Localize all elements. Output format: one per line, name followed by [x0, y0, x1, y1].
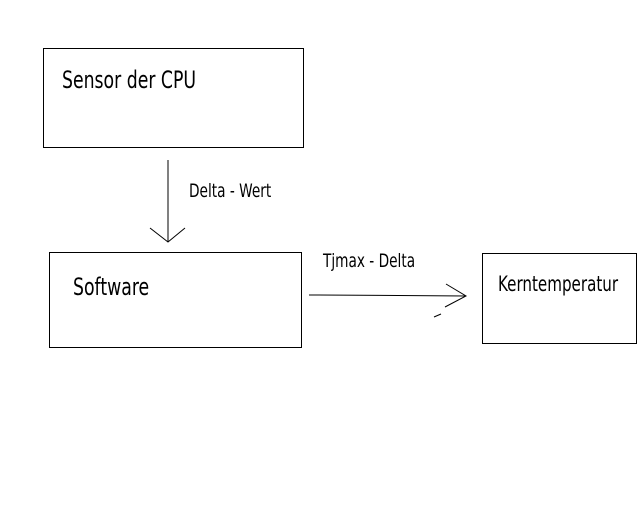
- arrow-shaft: [317, 294, 467, 297]
- node-label: Software: [73, 273, 150, 301]
- node-sensor-der-cpu: Sensor der CPU: [43, 48, 304, 148]
- node-software: Software: [49, 252, 302, 348]
- arrow-sensor-to-software: [149, 160, 186, 243]
- node-label: Kerntemperatur: [498, 272, 619, 296]
- arrow-software-to-kerntemperatur: [309, 283, 468, 318]
- arrow-head: [444, 283, 468, 308]
- node-kerntemperatur: Kerntemperatur: [482, 253, 637, 344]
- arrow-stray-stroke: [433, 313, 442, 318]
- arrow-head: [149, 227, 186, 243]
- edge-label-tjmax-delta: Tjmax - Delta: [323, 250, 416, 272]
- edge-label-delta-wert: Delta - Wert: [189, 180, 272, 202]
- node-label: Sensor der CPU: [62, 66, 197, 94]
